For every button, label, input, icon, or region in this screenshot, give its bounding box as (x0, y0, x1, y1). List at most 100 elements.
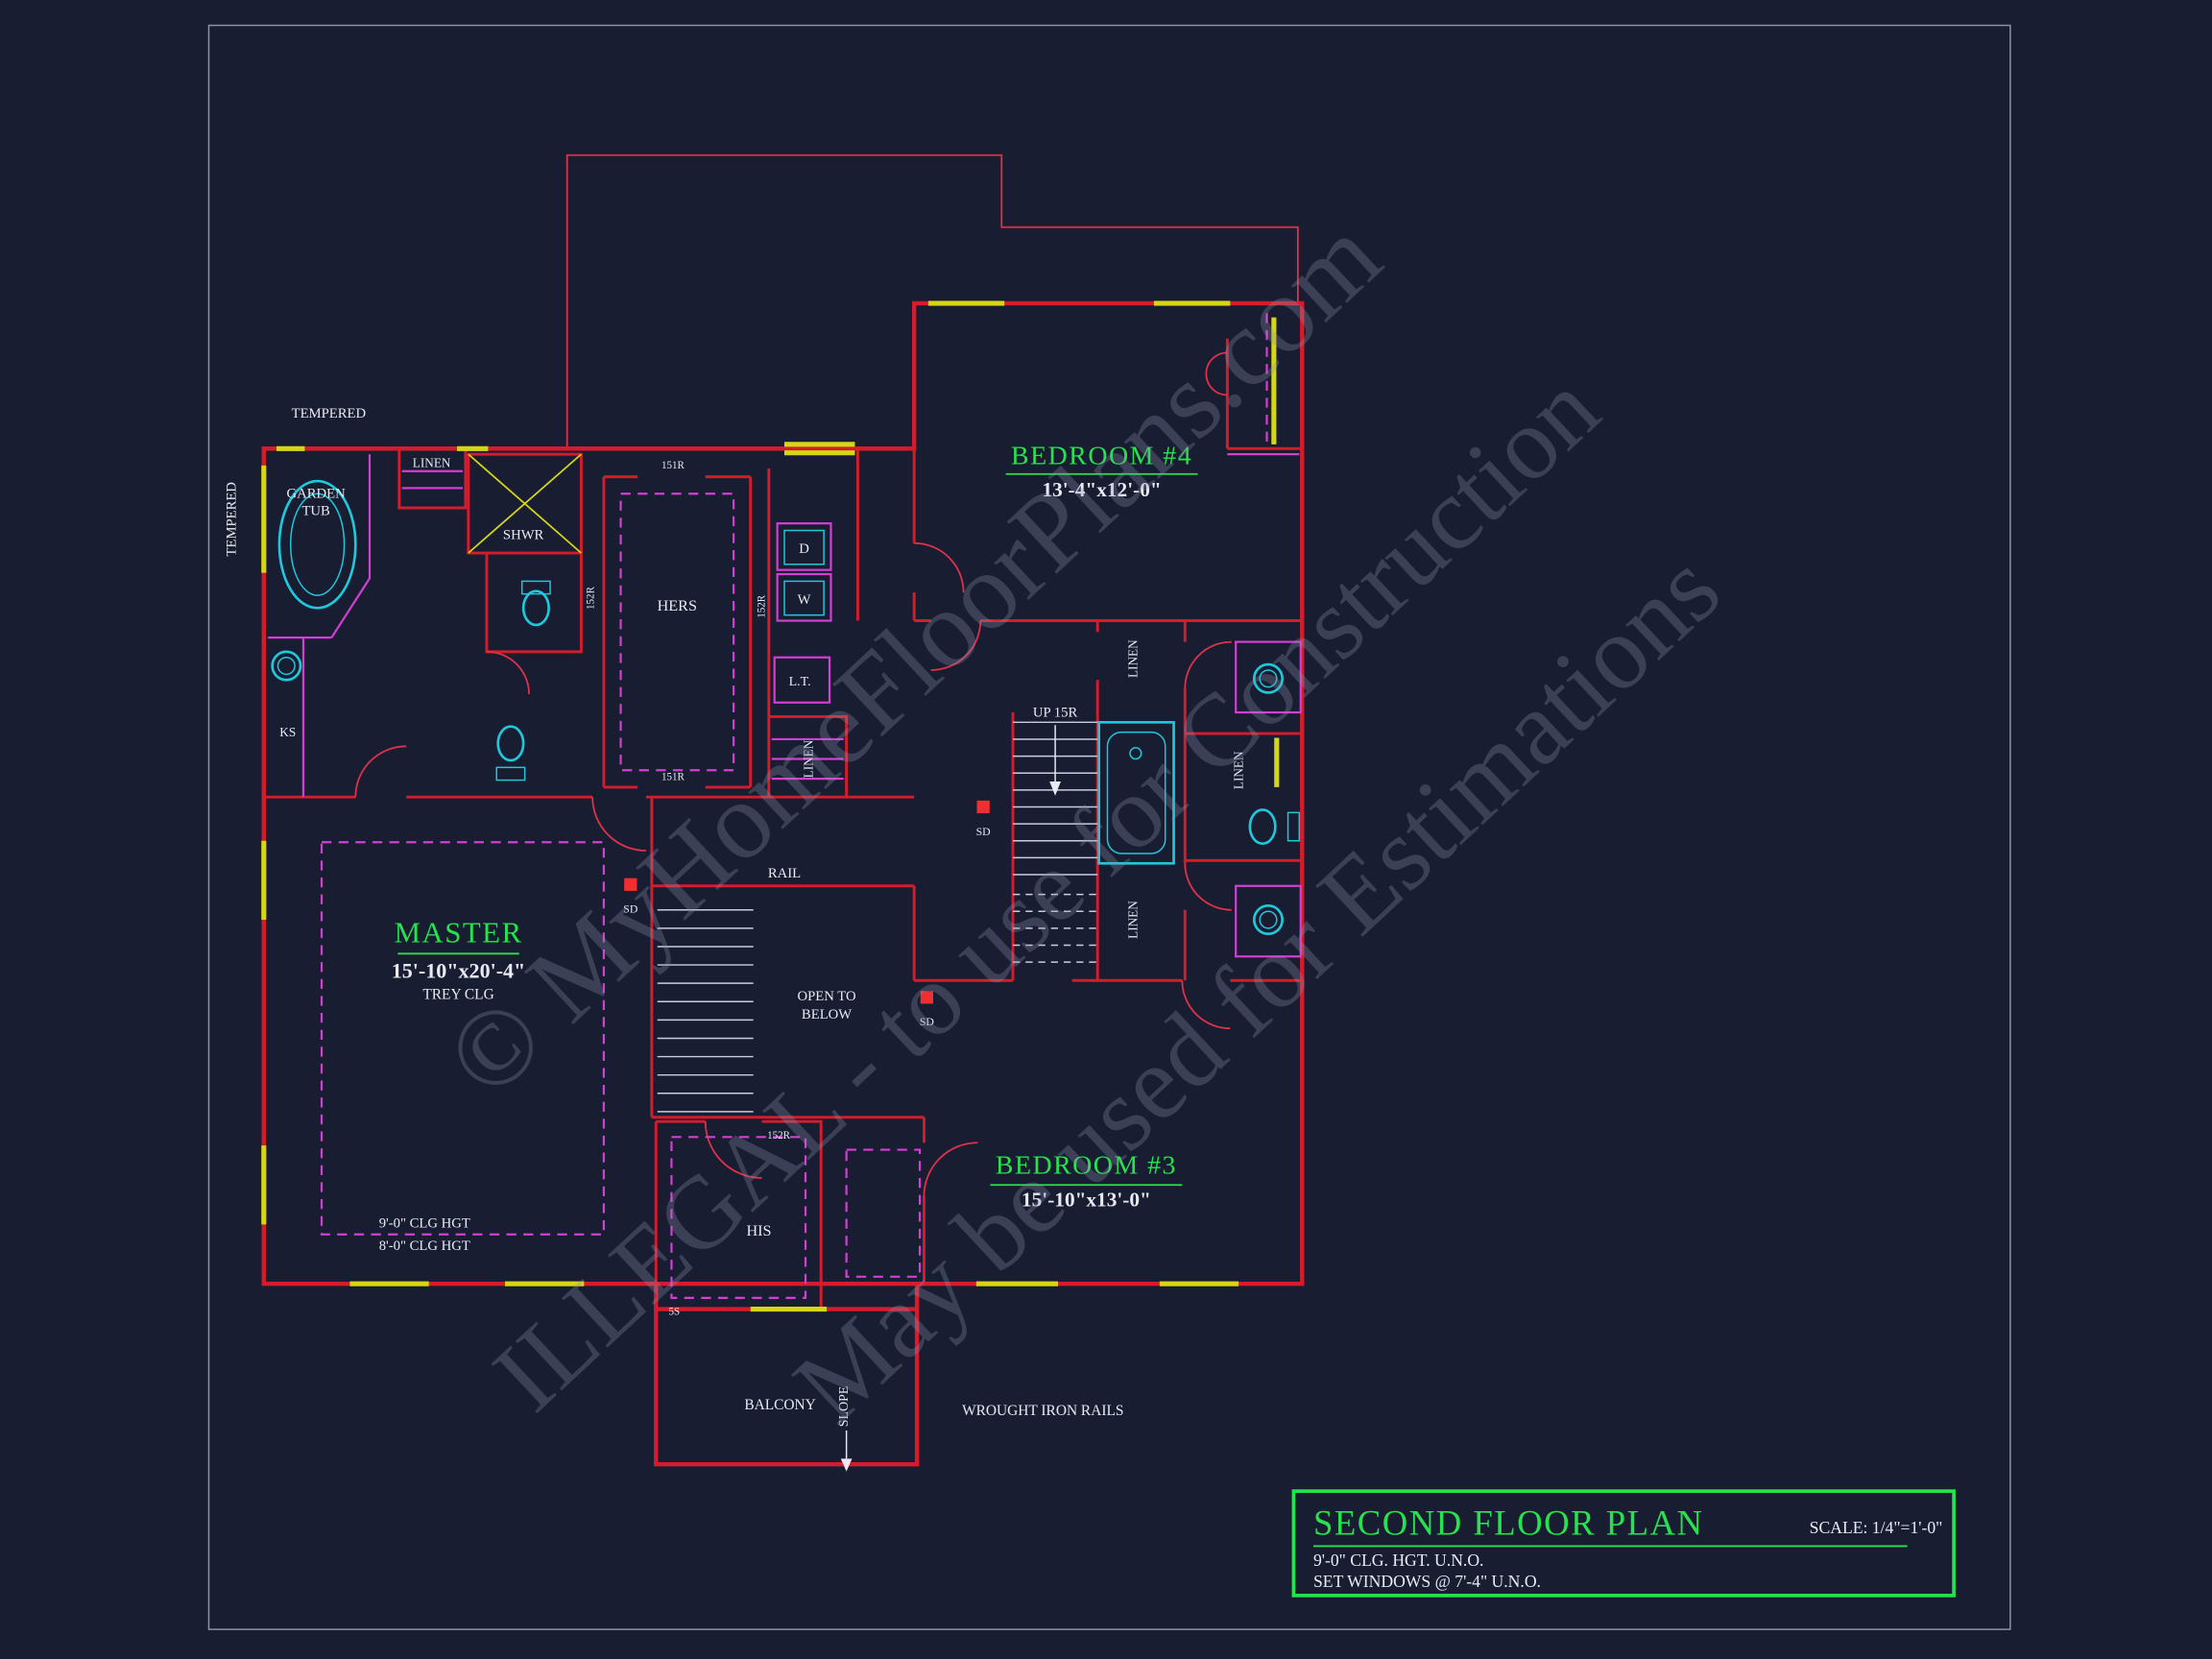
interior-walls (263, 338, 1303, 1310)
door-arcs (354, 351, 1232, 1197)
sheet-border (207, 24, 2011, 1630)
master-sink (271, 650, 302, 682)
sd-label: SD (976, 826, 992, 838)
roofline-path (565, 154, 1299, 449)
dryer-label: D (799, 541, 809, 557)
linen-label-hall-1: LINEN (1125, 639, 1140, 678)
hall-toilet (1248, 808, 1277, 846)
tempered-label-left: TEMPERED (224, 482, 239, 557)
watermark: © MyHomeFloorPlans.com ILLEGAL - to use … (422, 194, 1742, 1444)
laundry-tray-box (773, 656, 831, 704)
vanity-counters (268, 453, 1300, 798)
title-block-border (1291, 1489, 1956, 1598)
open-to-below-label-1: OPEN TO (798, 989, 856, 1004)
slope-label: SLOPE (837, 1386, 852, 1428)
open-to-below-label-2: BELOW (802, 1007, 852, 1022)
bedroom3-closet-shelving (845, 1148, 922, 1278)
title-block: SECOND FLOOR PLAN SCALE: 1/4"=1'-0" 9'-0… (1291, 1489, 1956, 1598)
master-ceiling-note: TREY CLG (422, 986, 493, 1002)
up-15r-label: UP 15R (1033, 705, 1078, 720)
steps-5s-label: 5S (669, 1306, 681, 1317)
master-fixture-2 (496, 725, 525, 762)
hall-bath-tub (1097, 721, 1175, 865)
interior-wall-path (263, 338, 1303, 1310)
slope-arrowhead (840, 1458, 853, 1472)
plan-note-1: 9'-0" CLG. HGT. U.N.O. (1313, 1551, 1483, 1570)
windows (261, 301, 1280, 1312)
bedroom3-dims: 15'-10"x13'-0" (1022, 1188, 1151, 1211)
hers-closet-label: HERS (658, 598, 697, 614)
fixtures (271, 479, 1301, 936)
trey-ceiling-dashed (320, 841, 605, 1236)
smoke-detector-icon (920, 991, 933, 1004)
hall-bath-tub-inner (1106, 731, 1166, 854)
door-tag-152r: 152R (586, 586, 597, 610)
bedroom4-dims: 13'-4"x12'-0" (1042, 478, 1161, 501)
clg-hgt-9-label: 9'-0" CLG HGT (379, 1215, 470, 1231)
his-closet-label: HIS (747, 1223, 772, 1239)
millwork-magenta (268, 313, 1302, 1299)
clg-hgt-8-label: 8'-0" CLG HGT (379, 1238, 470, 1254)
stair-direction-arrowhead (1049, 781, 1061, 796)
washer-appliance (783, 580, 825, 616)
hall-sink-1-drain (1259, 669, 1278, 688)
laundry-tray-label: L.T. (789, 675, 811, 689)
garden-tub-inner (289, 493, 346, 596)
master-sink-drain (276, 657, 296, 676)
shower-enclosure (467, 452, 583, 555)
linen-label-master: LINEN (413, 455, 451, 469)
hall-sink-1 (1252, 662, 1284, 694)
bath-vanity-1 (1235, 640, 1302, 714)
room-titles: BEDROOM #4 13'-4"x12'-0" MASTER 15'-10"x… (392, 441, 1198, 1211)
dryer-box (776, 522, 832, 571)
wrought-iron-rails-label: WROUGHT IRON RAILS (962, 1403, 1123, 1419)
bath-vanity-2 (1235, 884, 1302, 958)
shower-glass-x (468, 453, 582, 554)
dryer-appliance (783, 529, 825, 565)
garden-tub-label-1: GARDEN (287, 487, 347, 502)
hall-sink-2-drain (1259, 910, 1278, 929)
door-tag-151r: 151R (661, 772, 685, 783)
hall-toilet-tank (1286, 811, 1301, 842)
sd-label: SD (920, 1016, 935, 1028)
stairs-open-below (657, 909, 754, 1113)
tempered-label-top: TEMPERED (292, 406, 367, 421)
shower-label: SHWR (503, 527, 544, 542)
knee-space-label: KS (279, 725, 296, 739)
sd-label: SD (623, 903, 638, 916)
smoke-detector-icon (976, 800, 990, 814)
door-tag-151r: 151R (661, 460, 685, 471)
garden-tub-label-2: TUB (301, 503, 330, 518)
linen-label-hall-3: LINEN (1125, 901, 1140, 939)
annotation-labels: TEMPERED TEMPERED GARDEN TUB LINEN SHWR … (224, 406, 1245, 1427)
linen-label-laundry: LINEN (801, 739, 815, 778)
door-tag-152r: 152R (756, 594, 767, 618)
stair-treads-dashed (1013, 893, 1098, 963)
washer-label: W (798, 592, 811, 608)
door-arc-path (354, 351, 1232, 1197)
balcony-label: BALCONY (744, 1397, 815, 1413)
smoke-detector-icon (624, 878, 637, 891)
smoke-detectors: SD SD SD (623, 800, 992, 1028)
linen-label-hall-2: LINEN (1232, 751, 1246, 789)
page-border (207, 24, 2011, 1630)
hall-tub-drain (1129, 747, 1142, 760)
rail-label: RAIL (768, 866, 801, 881)
garden-tub (277, 479, 357, 610)
door-tag-152r: 152R (767, 1130, 791, 1142)
stairs-upper (1013, 721, 1098, 963)
master-title: MASTER (395, 917, 523, 950)
roof-outline (565, 154, 1299, 449)
master-dims: 15'-10"x20'-4" (392, 958, 526, 982)
balcony-slope-arrow (840, 1430, 853, 1472)
plan-title: SECOND FLOOR PLAN (1313, 1503, 1704, 1543)
open-stair-treads (657, 909, 754, 1113)
bedroom3-title: BEDROOM #3 (996, 1151, 1177, 1181)
window-segments (261, 301, 1280, 1312)
water-closet-toilet (521, 589, 550, 627)
bedroom4-title: BEDROOM #4 (1011, 441, 1192, 470)
water-closet-tank (520, 580, 551, 595)
master-fixture-2-tank (495, 766, 526, 781)
